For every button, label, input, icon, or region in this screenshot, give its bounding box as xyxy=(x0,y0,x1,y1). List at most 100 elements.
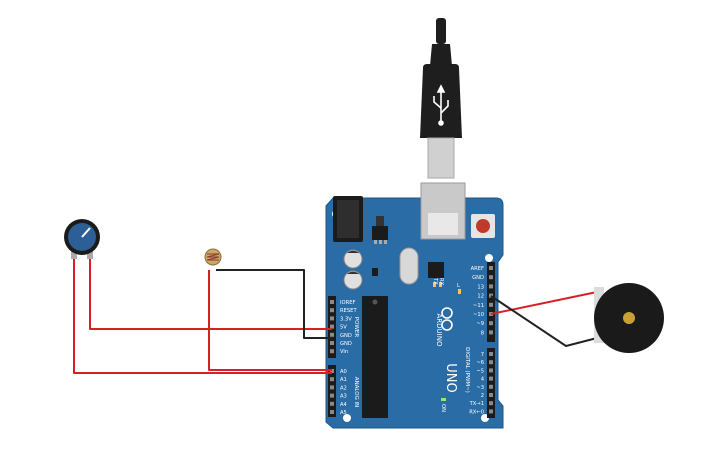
digital-pin[interactable] xyxy=(489,376,493,381)
pin-label: A0 xyxy=(340,369,347,375)
usb-cable-cord xyxy=(436,18,446,44)
digital-pin[interactable] xyxy=(489,302,493,307)
led-label-tx: TX xyxy=(432,277,438,285)
pin-label: ~5 xyxy=(476,368,484,374)
pin-label: TX→1 xyxy=(469,401,484,407)
digital-pin[interactable] xyxy=(489,360,493,365)
capacitor xyxy=(343,249,363,269)
onboard-leds xyxy=(433,282,461,401)
power-pin[interactable] xyxy=(330,316,334,321)
power-pin[interactable] xyxy=(330,349,334,354)
piezo-buzzer[interactable] xyxy=(594,283,664,353)
arduino-logo-icon xyxy=(441,307,453,331)
led-label-l: L xyxy=(457,283,460,289)
wires xyxy=(73,255,598,374)
pin-label: GND xyxy=(340,333,352,339)
power-pin[interactable] xyxy=(330,300,334,304)
ldr-track xyxy=(206,253,220,261)
usb-chip xyxy=(428,262,444,278)
digital-pin[interactable] xyxy=(489,321,493,326)
analog-pin[interactable] xyxy=(330,401,334,406)
wire-ldr-to-a0 xyxy=(208,270,332,371)
pin-label: GND xyxy=(472,275,484,281)
potentiometer[interactable] xyxy=(64,219,100,259)
wire-buzzer-black xyxy=(490,295,598,347)
wire-buzzer-red xyxy=(490,291,598,315)
wire-pot-to-a0 xyxy=(73,255,332,374)
pin-label: ~11 xyxy=(473,303,484,309)
digital-pin[interactable] xyxy=(489,401,493,406)
digital-header-bottom xyxy=(487,348,495,418)
wire-ldr-to-gnd xyxy=(216,269,332,339)
digital-pin[interactable] xyxy=(489,393,493,397)
voltage-regulator xyxy=(372,216,388,244)
pin-label: RX←0 xyxy=(469,409,484,415)
analog-pin[interactable] xyxy=(330,377,334,382)
digital-pin[interactable] xyxy=(489,266,493,270)
power-pin[interactable] xyxy=(330,341,334,345)
atmega-chip xyxy=(362,296,388,418)
pin-label: A3 xyxy=(340,394,347,400)
digital-header-top xyxy=(487,262,495,342)
pin-label: A5 xyxy=(340,410,347,416)
digital-pin[interactable] xyxy=(489,352,493,356)
pin-label: Vin xyxy=(340,349,348,355)
analog-pin[interactable] xyxy=(330,385,334,390)
digital-pin[interactable] xyxy=(489,330,493,335)
analog-pin[interactable] xyxy=(330,393,334,398)
pin-label: 4 xyxy=(481,377,485,383)
pin-label: GND xyxy=(340,341,352,347)
power-pin[interactable] xyxy=(330,324,334,329)
pin-label: ~9 xyxy=(476,321,484,327)
buzzer-center xyxy=(623,312,635,324)
crystal-oscillator xyxy=(399,247,419,285)
pin-label: 5V xyxy=(340,325,347,331)
header-pins xyxy=(330,266,493,414)
board-name-arduino: ARDUINO xyxy=(435,314,443,347)
pin-label: ~3 xyxy=(476,385,484,391)
pin-label: IOREF xyxy=(340,300,355,306)
photoresistor[interactable] xyxy=(204,248,222,266)
reset-button[interactable] xyxy=(471,214,495,238)
led-label-rx: RX xyxy=(438,278,444,286)
pin-label: 2 xyxy=(481,393,484,399)
pin-label: 7 xyxy=(481,352,484,358)
pin-label: 12 xyxy=(477,294,484,300)
pot-indicator xyxy=(81,227,91,238)
power-pin[interactable] xyxy=(330,332,334,337)
analog-pin[interactable] xyxy=(330,410,334,414)
mount-hole xyxy=(485,254,493,262)
digital-pin[interactable] xyxy=(489,384,493,389)
digital-header-title: DIGITAL (PWM~) xyxy=(464,347,470,393)
pin-label: AREF xyxy=(471,266,484,272)
usb-symbol-icon xyxy=(433,84,449,126)
digital-pin[interactable] xyxy=(489,293,493,298)
power-pin[interactable] xyxy=(330,308,334,313)
wire-pot-to-5v xyxy=(89,255,332,330)
capacitor xyxy=(343,270,363,290)
usb-plug-metal xyxy=(427,137,455,179)
pin-label: 13 xyxy=(477,284,484,290)
dc-power-jack xyxy=(333,196,363,242)
power-header-title: POWER xyxy=(353,317,359,338)
pin-label: ~10 xyxy=(473,312,484,318)
usb-cable[interactable] xyxy=(420,18,462,179)
usb-socket xyxy=(420,182,466,240)
led-label-on: ON xyxy=(440,404,446,412)
pin-label: A2 xyxy=(340,385,347,391)
pin-label: 3.3V xyxy=(340,316,352,322)
analog-header xyxy=(328,365,336,417)
smd-part xyxy=(372,268,378,276)
board-name-uno: UNO xyxy=(443,363,458,392)
mount-hole xyxy=(343,414,351,422)
pin-label: A1 xyxy=(340,377,347,383)
digital-pin[interactable] xyxy=(489,409,493,414)
digital-pin[interactable] xyxy=(489,284,493,289)
digital-pin[interactable] xyxy=(489,275,493,280)
pin-label: RESET xyxy=(340,308,357,314)
digital-pin[interactable] xyxy=(489,368,493,373)
pin-label: A4 xyxy=(340,402,348,408)
